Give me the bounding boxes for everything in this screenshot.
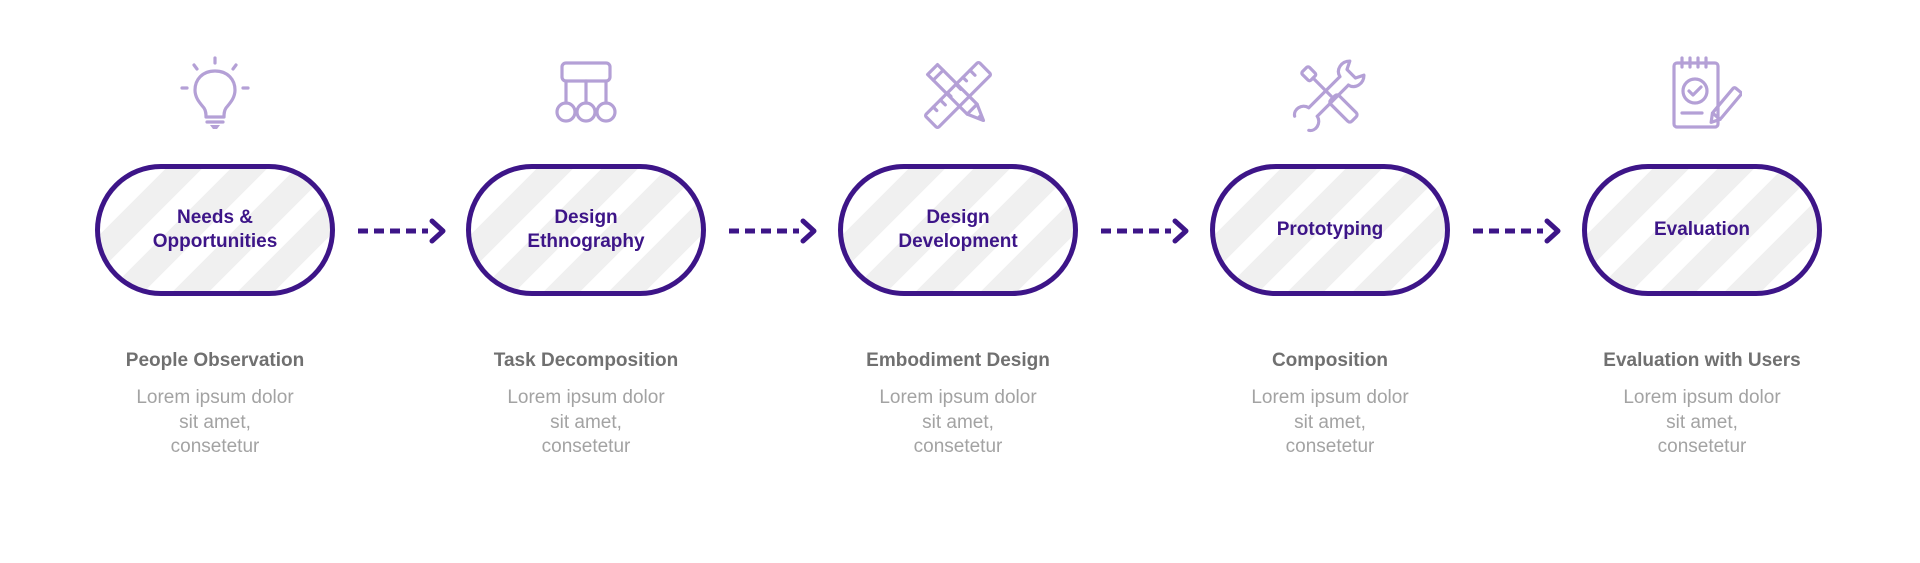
step-title: Task Decomposition	[493, 350, 679, 371]
step-title: People Observation	[125, 350, 305, 371]
hierarchy-icon	[546, 55, 626, 135]
step-label: Design Development	[898, 207, 1018, 252]
step-pill: Design Development	[838, 164, 1078, 296]
step-pill: Design Ethnography	[466, 164, 706, 296]
step-label: Prototyping	[1276, 219, 1384, 240]
step-description: Lorem ipsum dolor sit amet, consetetur	[136, 387, 294, 457]
arrow-icon	[1471, 217, 1563, 245]
arrow-icon	[356, 217, 448, 245]
pencil-ruler-icon	[918, 55, 998, 135]
step-description: Lorem ipsum dolor sit amet, consetetur	[507, 387, 665, 457]
step-label: Needs & Opportunities	[152, 207, 278, 252]
step-description: Lorem ipsum dolor sit amet, consetetur	[1623, 387, 1781, 457]
lightbulb-icon	[175, 55, 255, 135]
step-prototyping: Prototyping Composition Lorem ipsum dolo…	[1210, 0, 1450, 563]
arrow-icon	[1099, 217, 1191, 245]
checklist-edit-icon	[1662, 55, 1742, 135]
step-design-development: Design Development Embodiment Design Lor…	[838, 0, 1078, 563]
arrow-icon	[727, 217, 819, 245]
step-pill: Needs & Opportunities	[95, 164, 335, 296]
step-title: Evaluation with Users	[1603, 350, 1801, 371]
step-pill: Prototyping	[1210, 164, 1450, 296]
step-design-ethnography: Design Ethnography Task Decomposition Lo…	[466, 0, 706, 563]
step-description: Lorem ipsum dolor sit amet, consetetur	[1251, 387, 1409, 457]
step-evaluation: Evaluation Evaluation with Users Lorem i…	[1582, 0, 1822, 563]
step-pill: Evaluation	[1582, 164, 1822, 296]
step-needs-opportunities: Needs & Opportunities People Observation…	[95, 0, 335, 563]
step-title: Composition	[1271, 350, 1389, 371]
step-title: Embodiment Design	[866, 350, 1050, 371]
step-label: Evaluation	[1653, 219, 1751, 240]
step-description: Lorem ipsum dolor sit amet, consetetur	[879, 387, 1037, 457]
tools-icon	[1290, 55, 1370, 135]
step-label: Design Ethnography	[527, 207, 645, 252]
